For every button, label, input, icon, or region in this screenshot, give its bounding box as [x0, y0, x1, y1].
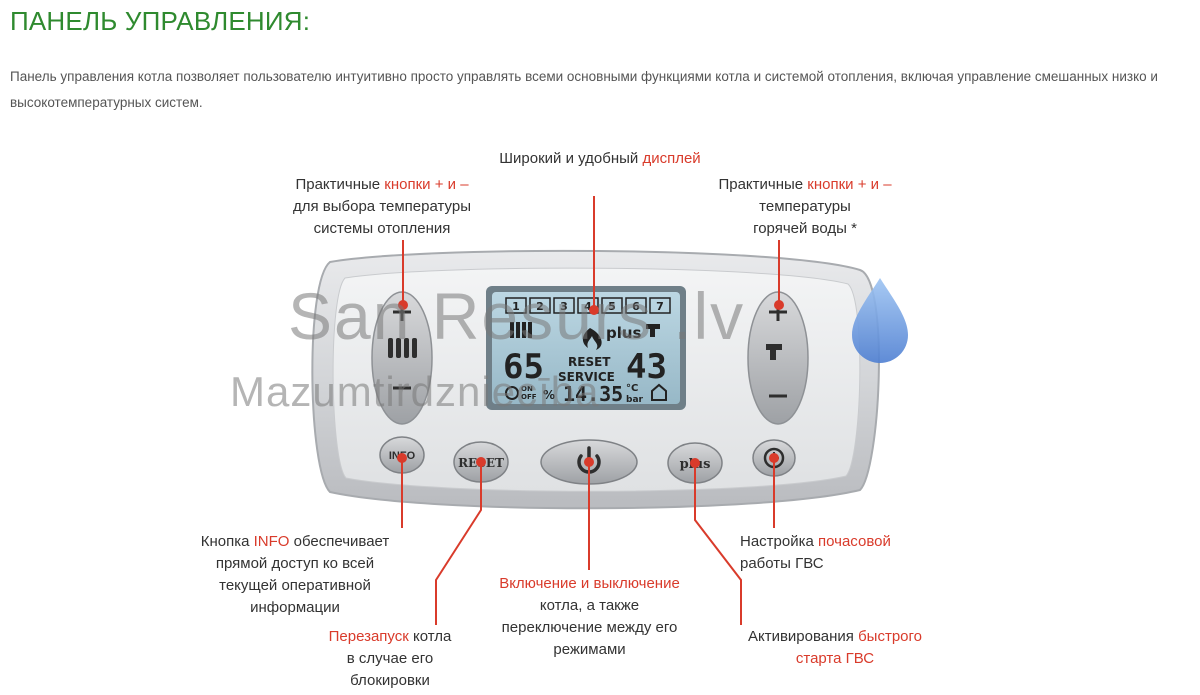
callout-heat-hl: кнопки + и – — [384, 176, 469, 193]
intro-text: Панель управления котла позволяет пользо… — [10, 69, 1158, 110]
callout-water-pre: Практичные — [718, 176, 808, 193]
lcd-left-temp: 65 — [503, 347, 544, 387]
tap-icon — [766, 344, 782, 360]
callout-info-line3: текущей оперативной — [219, 577, 371, 594]
lcd-day-tab-label: 7 — [656, 300, 664, 313]
callout-info: Кнопка INFO обеспечивает прямой доступ к… — [160, 531, 430, 619]
lcd-day-tab-label: 4 — [584, 300, 592, 313]
lcd-pressure: 14.35 — [563, 382, 623, 406]
callout-timer-line2: работы ГВС — [740, 555, 824, 572]
callout-display-hl: дисплей — [642, 150, 701, 167]
callout-plus-hl: быстрого — [858, 628, 923, 645]
lcd-day-tab — [577, 297, 599, 314]
callout-info-post: обеспечивает — [289, 533, 390, 550]
lcd-day-tabs: 1 2 3 4 5 6 7 — [505, 297, 671, 314]
callout-heating-buttons: Практичные кнопки + и – для выбора темпе… — [252, 174, 512, 240]
lcd-off: OFF — [521, 393, 537, 401]
lcd-day-tab — [601, 297, 623, 314]
water-drop-icon — [852, 278, 908, 363]
callout-power-line3: переключение между его — [501, 619, 678, 636]
callout-water-line2: температуры — [759, 198, 851, 215]
callout-display: Широкий и удобный дисплей — [440, 148, 760, 170]
lcd-plus: plus — [606, 324, 642, 342]
radiator-icon — [388, 338, 417, 358]
lcd-flame-icon — [582, 328, 602, 350]
lcd-day-tab-label: 3 — [560, 300, 568, 313]
water-rocker[interactable] — [747, 291, 809, 425]
callout-power: Включение и выключение котла, а также пе… — [462, 573, 717, 661]
callout-display-pre: Широкий и удобный — [499, 150, 643, 167]
lcd-day-tab-label: 1 — [512, 300, 520, 313]
callout-reset: Перезапуск котла в случае его блокировки — [300, 626, 480, 692]
callout-power-line2: котла, а также — [539, 597, 640, 614]
lcd-day-tab — [505, 297, 527, 314]
lcd-day-tab-label: 5 — [608, 300, 616, 313]
callout-info-pre: Кнопка — [200, 533, 254, 550]
callout-heat-line2: для выбора температуры — [292, 198, 471, 215]
lcd-percent: % — [543, 388, 555, 402]
callout-power-hl: Включение и выключение — [499, 575, 680, 592]
callout-water-hl: кнопки + и – — [807, 176, 892, 193]
lcd-house-icon — [651, 383, 667, 401]
callout-timer: Настройка почасовой работы ГВС — [740, 531, 980, 575]
callout-plus-pre: Активирования — [747, 628, 859, 645]
lcd-day-tab-label: 2 — [536, 300, 544, 313]
lcd-clock-icon — [505, 386, 519, 400]
callout-heat-line3: системы отопления — [313, 220, 451, 237]
callout-info-line4: информации — [250, 599, 340, 616]
lcd-day-tab — [649, 297, 671, 314]
callout-water-buttons: Практичные кнопки + и – температуры горя… — [665, 174, 945, 240]
lcd-service: SERVICE — [558, 370, 615, 384]
callout-heat-pre: Практичные — [295, 176, 385, 193]
callout-power-line4: режимами — [553, 641, 626, 658]
lcd-day-tab-label: 6 — [632, 300, 640, 313]
callout-reset-line3: блокировки — [350, 672, 430, 689]
lcd-radiator-icon — [510, 322, 532, 338]
lcd-tap-icon — [646, 324, 660, 337]
lcd-reset: RESET — [568, 355, 611, 369]
callout-timer-pre: Настройка — [740, 533, 819, 550]
callout-plus: Активирования быстрого старта ГВС — [715, 626, 955, 670]
lcd-day-tab — [553, 297, 575, 314]
callout-info-hl: INFO — [253, 533, 290, 550]
lcd-unit-bar: bar — [626, 395, 644, 405]
lcd-right-temp: 43 — [626, 347, 667, 387]
callout-info-line2: прямой доступ ко всей — [215, 555, 375, 572]
pointer-dots — [397, 300, 784, 468]
lcd-day-tab — [625, 297, 647, 314]
callout-reset-hl: Перезапуск — [328, 628, 409, 645]
lcd-on: ON — [521, 385, 533, 393]
pointer-lines — [401, 196, 780, 625]
page-title: ПАНЕЛЬ УПРАВЛЕНИЯ: — [10, 6, 311, 36]
callout-reset-line2: в случае его — [346, 650, 434, 667]
lcd-unit-c: °C — [626, 383, 638, 394]
lcd-day-tab — [529, 297, 551, 314]
callout-reset-post: котла — [408, 628, 452, 645]
callout-water-line3: горячей воды * — [753, 220, 857, 237]
callout-plus-line2: старта ГВС — [795, 650, 875, 667]
heating-rocker[interactable] — [371, 291, 433, 425]
callout-timer-hl: почасовой — [818, 533, 891, 550]
watermark-line2: Mazumtirdzniecība — [230, 368, 600, 415]
watermark-line1: San Resurs .lv — [288, 279, 746, 353]
